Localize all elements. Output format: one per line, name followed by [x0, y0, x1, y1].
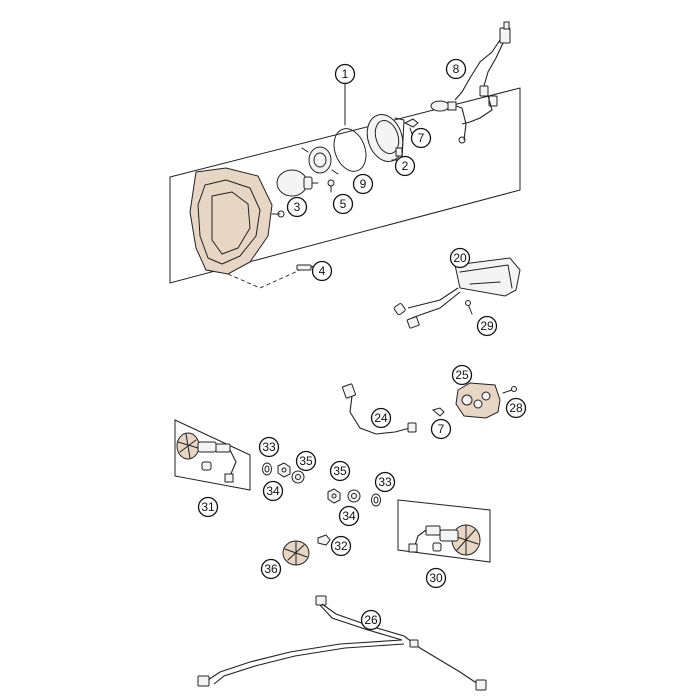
callout-label: 7: [418, 131, 425, 145]
callout-33-left: 33: [258, 436, 280, 458]
callout-9: 9: [352, 173, 374, 195]
callout-label: 32: [334, 539, 348, 553]
callout-label: 35: [299, 454, 313, 468]
headlight-assembly-frame: [169, 87, 521, 284]
callout-26: 26: [360, 609, 382, 631]
callout-35-right: 35: [329, 460, 351, 482]
callout-5: 5: [332, 193, 354, 215]
callout-label: 34: [342, 509, 356, 523]
callout-34-left: 34: [262, 480, 284, 502]
tail-light-group: [342, 382, 517, 435]
headlight-wiring-harness: [430, 21, 511, 144]
callout-7-taillight: 7: [430, 418, 452, 440]
callout-8: 8: [445, 58, 467, 80]
callout-label: 1: [342, 67, 349, 81]
callout-label: 20: [453, 251, 467, 265]
headlight-housing: [189, 167, 285, 275]
bulb-socket: [301, 146, 339, 175]
callout-label: 2: [402, 159, 409, 173]
callout-31: 31: [197, 496, 219, 518]
callout-label: 33: [262, 440, 276, 454]
callout-33-right: 33: [374, 471, 396, 493]
turn-signal-left-front: [174, 419, 251, 491]
callout-label: 8: [453, 62, 460, 76]
license-light-group: [393, 257, 521, 329]
callout-label: 28: [509, 401, 523, 415]
callout-25: 25: [451, 364, 473, 386]
callout-label: 3: [294, 200, 301, 214]
callout-label: 35: [333, 464, 347, 478]
callout-label: 33: [378, 475, 392, 489]
callout-4: 4: [311, 260, 333, 282]
callout-34-right: 34: [338, 505, 360, 527]
callout-label: 4: [319, 264, 326, 278]
callout-36: 36: [260, 558, 282, 580]
callout-29: 29: [476, 315, 498, 337]
callout-label: 30: [429, 571, 443, 585]
callout-3: 3: [286, 196, 308, 218]
callout-label: 24: [374, 411, 388, 425]
callout-1: 1: [334, 63, 356, 85]
callout-2: 2: [394, 155, 416, 177]
callout-label: 29: [480, 319, 494, 333]
gasket-ring: [333, 128, 367, 172]
callout-label: 25: [455, 368, 469, 382]
callout-label: 26: [364, 613, 378, 627]
reflector-ring: [366, 114, 405, 162]
callout-label: 7: [438, 422, 445, 436]
callout-label: 34: [266, 484, 280, 498]
callout-35-left: 35: [295, 450, 317, 472]
callout-label: 9: [360, 177, 367, 191]
fastener-hardware: [262, 462, 381, 566]
callout-label: 31: [201, 500, 215, 514]
callout-30: 30: [425, 567, 447, 589]
callout-20: 20: [449, 247, 471, 269]
headlight-bulb: [276, 169, 319, 197]
parking-bulb: [403, 118, 419, 135]
callout-label: 36: [264, 562, 278, 576]
turn-signal-right-rear: [397, 499, 491, 563]
callout-32: 32: [330, 535, 352, 557]
callout-28: 28: [505, 397, 527, 419]
screw-small: [327, 179, 335, 193]
main-wiring-harness: [197, 595, 487, 691]
callout-label: 5: [340, 197, 347, 211]
headlight-assembly-group: [169, 21, 521, 289]
screw-leader: [227, 269, 301, 289]
callout-7-headlight: 7: [410, 127, 432, 149]
callout-24: 24: [370, 407, 392, 429]
